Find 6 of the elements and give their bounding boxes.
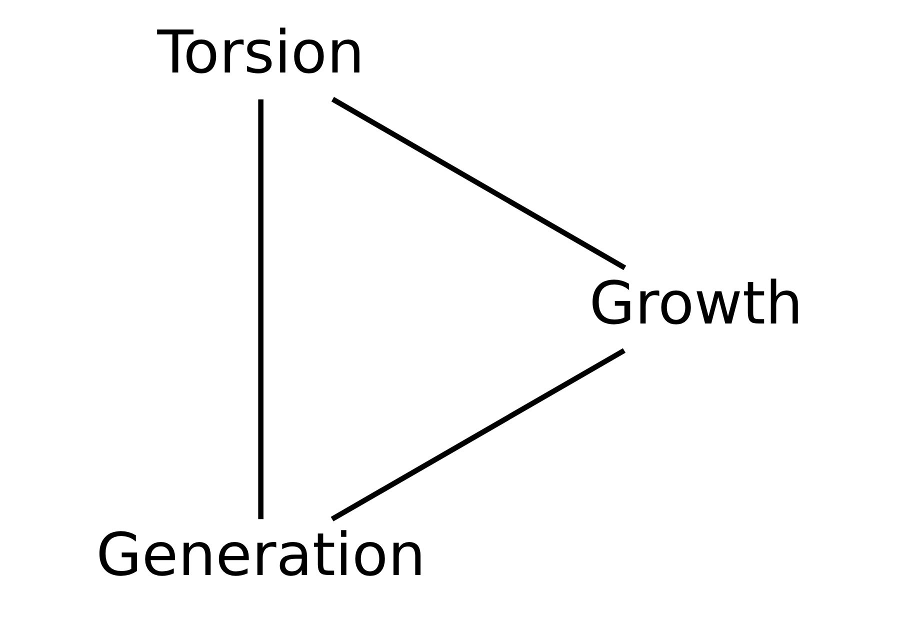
connector <box>330 348 626 522</box>
connector <box>331 96 626 270</box>
node-text: Growth <box>589 268 803 338</box>
connector <box>258 99 264 520</box>
node-text: Torsion <box>157 17 364 86</box>
node-text: Generation <box>96 520 426 589</box>
